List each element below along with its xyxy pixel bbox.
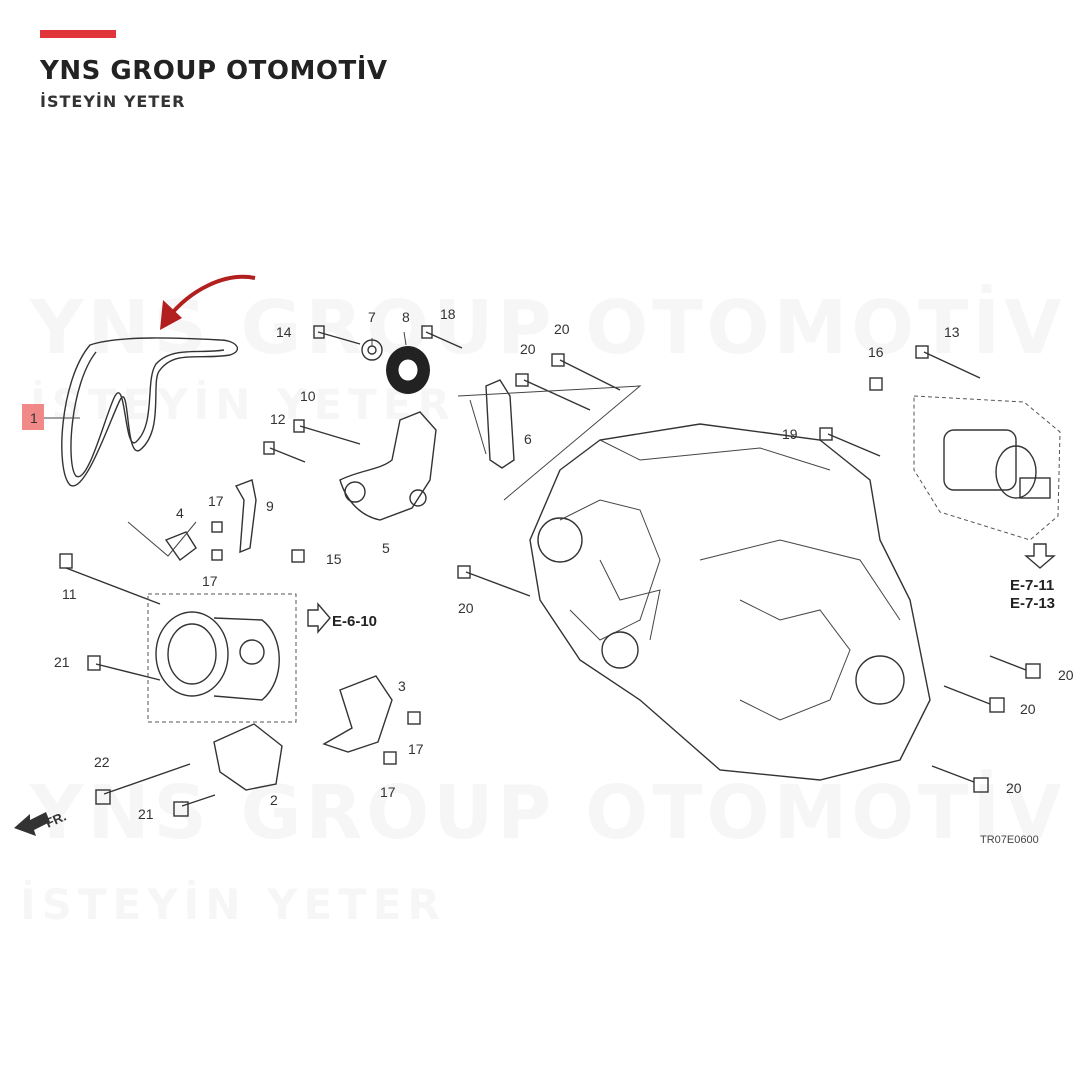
- bolt-19: [819, 427, 881, 457]
- callout-3: 3: [398, 678, 406, 694]
- drawing-code: TR07E0600: [980, 834, 1039, 846]
- bolt-13: [915, 345, 981, 379]
- callout-17b: 17: [202, 573, 218, 589]
- bolt-12: [263, 441, 306, 463]
- bolt-14: [313, 325, 361, 345]
- nut-16: [869, 377, 883, 391]
- pointer-arrow: [160, 274, 256, 330]
- callout-17c: 17: [408, 741, 424, 757]
- drive-belt: [61, 337, 239, 487]
- callout-12: 12: [270, 411, 286, 427]
- front-marker-arrow: [14, 812, 50, 836]
- bracket-9: [234, 479, 257, 554]
- callout-15: 15: [326, 551, 342, 567]
- alternator-mount: [213, 723, 283, 791]
- callout-20d: 20: [1058, 667, 1074, 683]
- callout-2: 2: [270, 792, 278, 808]
- bolt-20c: [457, 565, 531, 597]
- bolt-21b: [173, 794, 216, 817]
- brand-title: YNS GROUP OTOMOTİV: [40, 56, 388, 86]
- alternator: [155, 611, 280, 701]
- callout-21a: 21: [54, 654, 70, 670]
- callout-20e: 20: [1020, 701, 1036, 717]
- bracket-3: [322, 675, 393, 753]
- callout-13: 13: [944, 324, 960, 340]
- nut-15: [291, 549, 305, 563]
- callout-1: 1: [30, 410, 38, 426]
- callout-8: 8: [402, 309, 410, 325]
- belt-callout-highlight: [22, 404, 44, 430]
- callout-20b: 20: [520, 341, 536, 357]
- brand-accent-bar: [40, 30, 116, 38]
- starter-motor: [943, 429, 1051, 499]
- belt-tensioner: [339, 411, 437, 521]
- ref-arrow-e-7-11: [1024, 543, 1056, 569]
- callout-16: 16: [868, 344, 884, 360]
- callout-20a: 20: [554, 321, 570, 337]
- ref-e-7-13: E-7-13: [1010, 595, 1055, 612]
- callout-14: 14: [276, 324, 292, 340]
- bolt-10: [293, 419, 361, 445]
- callout-9: 9: [266, 498, 274, 514]
- callout-17d: 17: [380, 784, 396, 800]
- brand-slogan: İSTEYİN YETER: [40, 92, 186, 111]
- bolt-22: [95, 763, 191, 805]
- bolt-18: [421, 325, 463, 349]
- callout-10: 10: [300, 388, 316, 404]
- bolt-20e: [943, 685, 1005, 713]
- ref-e-7-11: E-7-11: [1010, 577, 1054, 594]
- callout-4: 4: [176, 505, 184, 521]
- ref-arrow-e-6-10: [307, 602, 331, 634]
- bolt-20b: [515, 373, 591, 411]
- bolt-20f: [931, 765, 989, 793]
- callout-18: 18: [440, 306, 456, 322]
- callout-19: 19: [782, 426, 798, 442]
- ref-e-6-10: E-6-10: [332, 613, 377, 630]
- callout-20f: 20: [1006, 780, 1022, 796]
- callout-22: 22: [94, 754, 110, 770]
- bracket-6: [485, 379, 515, 469]
- bolt-11: [59, 553, 161, 605]
- callout-5: 5: [382, 540, 390, 556]
- starter-group-box: [913, 395, 1061, 541]
- alternator-group-box: [147, 593, 297, 723]
- callout-20c: 20: [458, 600, 474, 616]
- bolt-20a: [551, 353, 621, 391]
- bolt-20d: [989, 655, 1041, 679]
- engine-block: [529, 423, 931, 781]
- callout-6: 6: [524, 431, 532, 447]
- plate-4: [164, 531, 197, 561]
- idler-pulley: [386, 346, 430, 394]
- callout-11: 11: [62, 586, 77, 602]
- bolt-21a: [87, 655, 161, 681]
- callout-7: 7: [368, 309, 376, 325]
- front-marker-label: FR.: [43, 809, 68, 831]
- callout-21b: 21: [138, 806, 154, 822]
- callout-17a: 17: [208, 493, 224, 509]
